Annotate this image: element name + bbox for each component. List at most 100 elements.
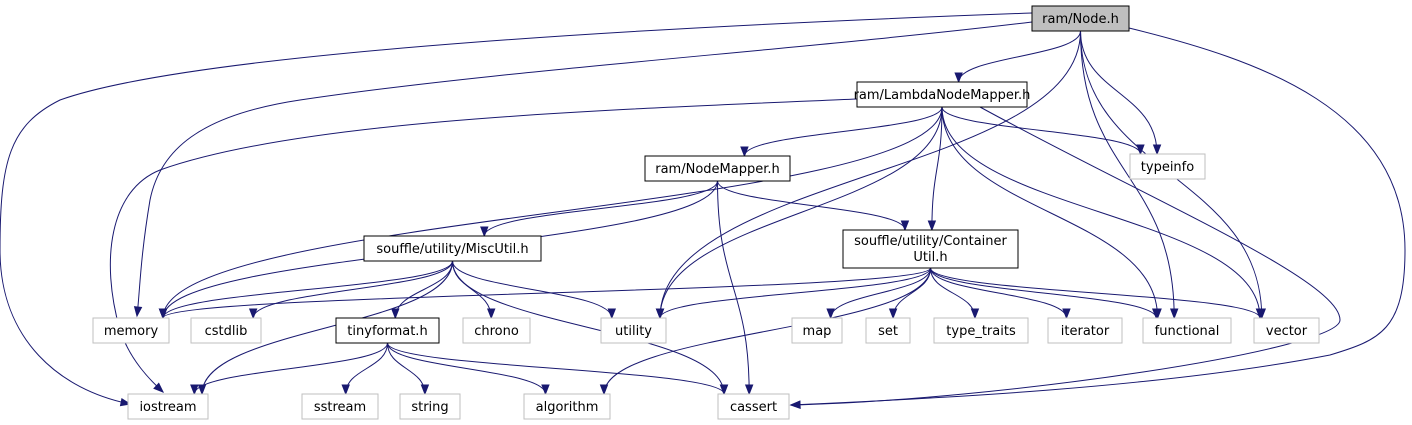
edge-container-to-algorithm xyxy=(599,267,931,396)
edge-tinyformat-to-algorithm xyxy=(387,342,550,396)
node-iterator: iterator xyxy=(1047,317,1123,344)
node-label: type_traits xyxy=(946,324,1016,339)
edge-miscutil-to-tinyformat xyxy=(391,260,453,320)
edge-container-to-type_traits xyxy=(930,267,980,320)
node-label: tinyformat.h xyxy=(347,324,427,339)
node-label: ram/Node.h xyxy=(1042,12,1119,27)
node-box xyxy=(301,393,379,420)
edge-node-to-lambda xyxy=(954,30,1081,84)
node-label: souffle/utility/MiscUtil.h xyxy=(376,242,528,257)
node-cstdlib: cstdlib xyxy=(190,317,262,344)
node-box xyxy=(190,317,262,344)
edge-tinyformat-to-sstream xyxy=(341,342,388,396)
edge-miscutil-to-cstdlib xyxy=(248,260,453,320)
edge-container-to-functional xyxy=(930,267,1161,320)
node-box xyxy=(717,393,790,420)
node-box xyxy=(92,317,170,344)
node-label: sstream xyxy=(314,400,366,415)
node-label: iterator xyxy=(1061,324,1110,339)
node-tinyformat[interactable]: tinyformat.h xyxy=(335,317,440,344)
node-algorithm: algorithm xyxy=(523,393,611,420)
node-box xyxy=(523,393,611,420)
edge-lambda-to-nodemapper xyxy=(740,106,943,158)
node-label: iostream xyxy=(139,400,196,415)
node-box xyxy=(363,235,542,262)
node-label: chrono xyxy=(474,324,519,339)
node-sstream: sstream xyxy=(301,393,379,420)
node-string: string xyxy=(399,393,461,420)
node-label: utility xyxy=(615,324,652,339)
edge-container-to-memory xyxy=(158,267,931,320)
edge-nodemapper-to-cassert xyxy=(717,180,754,396)
node-type-traits: type_traits xyxy=(933,317,1029,344)
node-label: ram/LambdaNodeMapper.h xyxy=(854,88,1031,103)
node-box xyxy=(335,317,440,344)
edge-tinyformat-to-cassert xyxy=(387,342,729,396)
node-label: typeinfo xyxy=(1141,160,1194,175)
node-label: vector xyxy=(1266,324,1308,339)
node-label: cstdlib xyxy=(205,324,248,339)
node-memory: memory xyxy=(92,317,170,344)
edge-lambda-to-typeinfo xyxy=(941,106,1145,156)
node-box xyxy=(644,155,791,182)
edge-node-to-typeinfo xyxy=(1080,30,1162,156)
node-label: ram/NodeMapper.h xyxy=(655,162,780,177)
node-box xyxy=(1129,153,1206,180)
nodes: ram/Node.h ram/LambdaNodeMapper.h ram/Node… xyxy=(92,5,1320,420)
node-label: algorithm xyxy=(536,400,599,415)
edge-nodemapper-to-miscutil xyxy=(480,180,718,238)
edges xyxy=(0,12,1406,410)
edge-node-to-memory xyxy=(133,21,1033,318)
edge-lambda-to-cassert xyxy=(789,106,1341,410)
node-box xyxy=(600,317,667,344)
node-box xyxy=(933,317,1029,344)
node-vector: vector xyxy=(1253,317,1320,344)
node-label: functional xyxy=(1155,324,1220,339)
edge-container-to-iterator xyxy=(930,267,1071,320)
node-box xyxy=(127,393,209,420)
edge-container-to-map xyxy=(826,267,931,320)
node-node[interactable]: ram/Node.h xyxy=(1031,5,1130,32)
node-box xyxy=(1253,317,1320,344)
edge-container-to-utility xyxy=(655,267,931,320)
node-box xyxy=(791,317,843,344)
node-label: cassert xyxy=(730,400,777,415)
node-box xyxy=(462,317,531,344)
node-label: memory xyxy=(104,324,159,339)
node-box xyxy=(1047,317,1123,344)
node-box xyxy=(842,229,1019,269)
node-label: map xyxy=(803,324,832,339)
node-cassert: cassert xyxy=(717,393,790,420)
node-iostream: iostream xyxy=(127,393,209,420)
edge-tinyformat-to-iostream xyxy=(190,342,388,396)
edge-lambda-to-memory xyxy=(158,106,943,320)
node-box xyxy=(399,393,461,420)
node-utility: utility xyxy=(600,317,667,344)
edge-container-to-vector xyxy=(930,267,1265,320)
node-nodemapper[interactable]: ram/NodeMapper.h xyxy=(644,155,791,182)
node-box xyxy=(856,81,1028,108)
edge-lambda-to-container xyxy=(927,106,943,232)
node-box xyxy=(1142,317,1232,344)
node-label: souffle/utility/Container xyxy=(854,234,1007,249)
node-typeinfo: typeinfo xyxy=(1129,153,1206,180)
node-set: set xyxy=(865,317,911,344)
node-functional: functional xyxy=(1142,317,1232,344)
node-label: string xyxy=(411,400,448,415)
node-map: map xyxy=(791,317,843,344)
node-label: set xyxy=(878,324,898,339)
node-box xyxy=(1031,5,1130,32)
edge-miscutil-to-utility xyxy=(452,260,617,320)
edge-nodemapper-to-container xyxy=(717,180,910,232)
edge-lambda-to-utility xyxy=(655,106,943,320)
node-chrono: chrono xyxy=(462,317,531,344)
node-box xyxy=(865,317,911,344)
edge-node-to-functional xyxy=(1080,30,1179,320)
node-lambda[interactable]: ram/LambdaNodeMapper.h xyxy=(854,81,1031,108)
node-miscutil[interactable]: souffle/utility/MiscUtil.h xyxy=(363,235,542,262)
edge-tinyformat-to-string xyxy=(387,342,430,396)
edge-node-to-iostream xyxy=(0,12,1033,407)
node-label-line2: Util.h xyxy=(913,250,947,265)
